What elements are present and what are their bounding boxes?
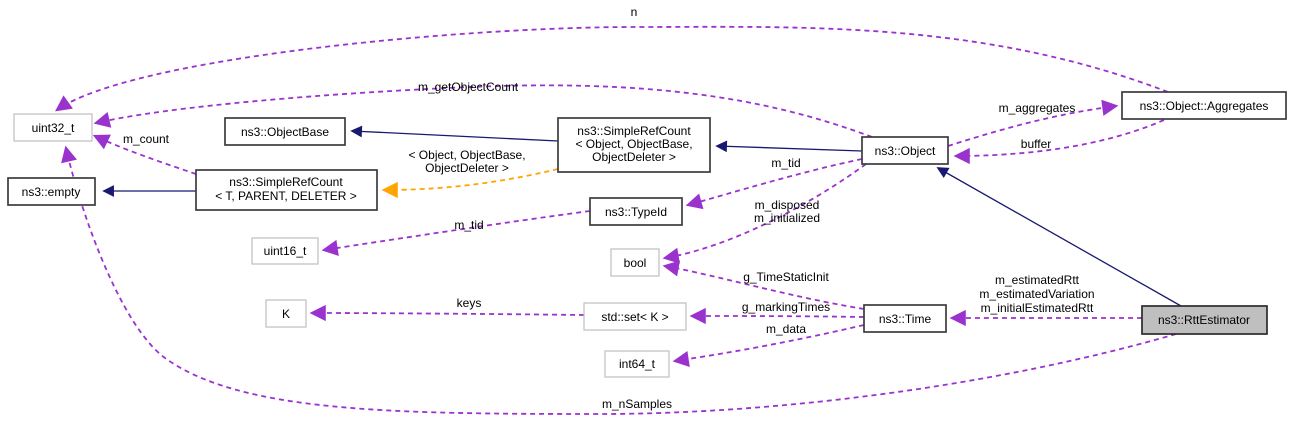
edge-m-nsamples [61,145,1177,415]
node-uint16-t-label: uint16_t [264,244,307,258]
node-ns3-simplerefcount-t-label-line2: < T, PARENT, DELETER > [215,189,357,203]
edge-label-m-getobjectcount: m_getObjectCount [418,80,519,94]
node-ns3-simplerefcount-t-label-line1: ns3::SimpleRefCount [229,175,343,189]
edge-inherit-simplerefcount [715,140,863,153]
node-ns3-typeid-box[interactable] [589,197,683,226]
edge-keys [309,304,585,322]
node-ns3-empty: ns3::empty [7,177,96,206]
node-ns3-object-aggregates-label: ns3::Object::Aggregates [1140,99,1269,113]
edge-m-data [672,324,865,367]
edge-g-timestaticinit [662,260,865,310]
edge-inherit-objectbase [350,125,559,142]
node-k: K [265,299,307,328]
edge-label-m-disposed: m_disposed [755,198,820,212]
edge-label-g-timestaticinit: g_TimeStaticInit [743,270,829,284]
node-std-set-k-label: std::set< K > [601,310,668,324]
edge-label-m-data: m_data [766,322,806,336]
node-ns3-typeid: ns3::TypeId [589,197,683,226]
edge-label-n: n [631,5,638,19]
node-k-box [265,299,307,328]
node-ns3-simplerefcount-object-label-line2: < Object, ObjectBase, [575,137,692,151]
edge-label-template-args-line2: ObjectDeleter > [425,161,509,175]
edge-g-markingtimes [689,307,865,325]
node-std-set-k: std::set< K > [583,302,687,331]
node-ns3-objectbase: ns3::ObjectBase [224,117,346,146]
edge-m-count [92,134,197,175]
node-ns3-simplerefcount-object-label-line1: ns3::SimpleRefCount [577,124,691,138]
edge-label-m-estimatedvariation: m_estimatedVariation [979,287,1094,301]
node-ns3-time: ns3::Time [863,304,947,333]
node-uint32-t: uint32_t [13,113,93,142]
node-ns3-object-aggregates: ns3::Object::Aggregates [1121,91,1287,120]
node-ns3-simplerefcount-object-box[interactable] [557,117,711,173]
edge-buffer [953,119,1165,165]
node-ns3-simplerefcount-t-box[interactable] [195,169,378,211]
edge-label-m-initialestimatedrtt: m_initialEstimatedRtt [981,301,1094,315]
edge-label-m-initialized: m_initialized [754,211,820,225]
node-ns3-empty-box[interactable] [7,177,96,206]
node-ns3-simplerefcount-object: ns3::SimpleRefCount < Object, ObjectBase… [557,117,711,173]
node-int64-t-label: int64_t [619,357,656,371]
node-uint16-t-box [251,237,319,265]
node-ns3-empty-label: ns3::empty [22,185,81,199]
node-ns3-typeid-label: ns3::TypeId [605,205,667,219]
node-ns3-object: ns3::Object [861,136,949,165]
node-ns3-rttestimator-label: ns3::RttEstimator [1158,313,1250,327]
edge-m-tid-object [685,158,863,210]
node-ns3-object-aggregates-box[interactable] [1121,91,1287,120]
node-ns3-object-label: ns3::Object [875,144,936,158]
node-ns3-time-label: ns3::Time [879,312,932,326]
node-k-label: K [282,307,290,321]
edge-label-keys: keys [457,296,482,310]
edge-label-m-count: m_count [123,132,170,146]
edge-label-m-aggregates: m_aggregates [999,101,1076,115]
edge-label-g-markingtimes: g_markingTimes [742,300,830,314]
node-ns3-simplerefcount-object-label-line3: ObjectDeleter > [592,150,676,164]
node-bool-label: bool [624,256,647,270]
edge-label-m-nsamples: m_nSamples [602,397,672,411]
edge-label-m-tid-typeid: m_tid [454,218,483,232]
edge-n [55,25,1169,112]
edge-label-m-estimatedrtt: m_estimatedRtt [995,273,1080,287]
node-int64-t: int64_t [604,350,670,378]
edge-m-getobjectcount [93,84,873,138]
node-ns3-objectbase-label: ns3::ObjectBase [241,125,329,139]
edge-label-buffer: buffer [1021,137,1051,151]
node-ns3-objectbase-box[interactable] [224,117,346,146]
edge-label-m-tid-object: m_tid [771,156,800,170]
node-std-set-k-box [583,302,687,331]
node-uint32-t-label: uint32_t [32,121,75,135]
node-ns3-simplerefcount-t: ns3::SimpleRefCount < T, PARENT, DELETER… [195,169,378,211]
node-bool-box [610,248,660,277]
node-uint16-t: uint16_t [251,237,319,265]
edge-inherit-object [936,167,1182,307]
edge-label-template-args-line1: < Object, ObjectBase, [408,148,525,162]
node-bool: bool [610,248,660,277]
node-int64-t-box [604,350,670,378]
node-ns3-object-box[interactable] [861,136,949,165]
edge-template-instantiation [381,168,559,199]
edge-m-aggregates [947,99,1119,147]
node-ns3-rttestimator-box [1141,305,1268,335]
node-uint32-t-box [13,113,93,142]
node-ns3-rttestimator: ns3::RttEstimator [1141,305,1268,335]
node-ns3-time-box[interactable] [863,304,947,333]
